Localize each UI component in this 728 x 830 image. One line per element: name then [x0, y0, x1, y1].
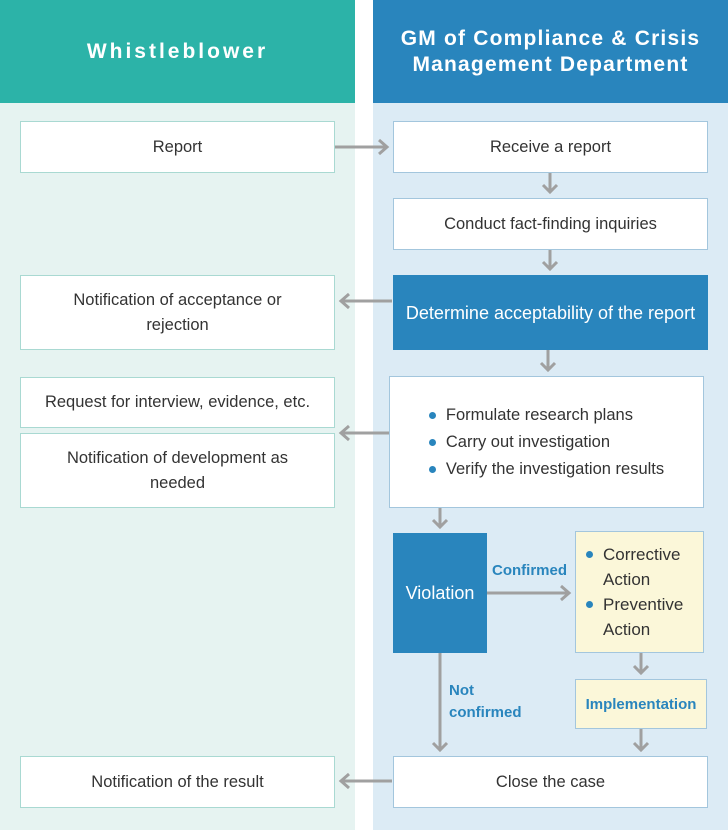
notification-development-box: Notification of development as needed — [20, 433, 335, 508]
report-box: Report — [20, 121, 335, 173]
bullet-icon — [586, 601, 593, 608]
whistleblower-header: Whistleblower — [0, 0, 355, 103]
bullet-icon — [586, 551, 593, 558]
notification-development-label: Notification of development as needed — [66, 448, 289, 492]
violation-label: Violation — [405, 583, 475, 603]
investigation-step: Formulate research plans — [428, 402, 664, 429]
not-confirmed-label: Not confirmed — [449, 682, 522, 721]
notification-result-box: Notification of the result — [20, 756, 335, 808]
action-item: Preventive Action — [586, 592, 703, 642]
investigation-box: Formulate research plans Carry out inves… — [389, 376, 704, 508]
receive-report-label: Receive a report — [489, 137, 612, 156]
close-case-label: Close the case — [495, 772, 606, 791]
investigation-steps-list: Formulate research plans Carry out inves… — [428, 402, 664, 483]
action-item: Corrective Action — [586, 542, 703, 592]
report-label: Report — [152, 137, 203, 156]
conduct-inquiries-label: Conduct fact-finding inquiries — [444, 214, 657, 233]
determine-acceptability-label: Determine acceptability of the report — [405, 302, 696, 323]
request-interview-label: Request for interview, evidence, etc. — [44, 393, 311, 411]
notification-acceptance-box: Notification of acceptance or rejection — [20, 275, 335, 350]
violation-box: Violation — [393, 533, 487, 653]
request-interview-box: Request for interview, evidence, etc. — [20, 377, 335, 428]
bullet-icon — [428, 411, 436, 419]
investigation-step: Verify the investigation results — [428, 456, 664, 483]
compliance-header: GM of Compliance & Crisis Management Dep… — [373, 0, 728, 103]
notification-result-label: Notification of the result — [91, 772, 264, 791]
actions-box: Corrective Action Preventive Action — [575, 531, 704, 653]
implementation-label: Implementation — [585, 695, 697, 713]
close-case-box: Close the case — [393, 756, 708, 808]
confirmed-label: Confirmed — [492, 562, 567, 579]
actions-list: Corrective Action Preventive Action — [586, 542, 703, 642]
bullet-icon — [428, 465, 436, 473]
conduct-inquiries-box: Conduct fact-finding inquiries — [393, 198, 708, 250]
implementation-box: Implementation — [575, 679, 707, 729]
determine-acceptability-box: Determine acceptability of the report — [393, 275, 708, 350]
receive-report-box: Receive a report — [393, 121, 708, 173]
notification-acceptance-label: Notification of acceptance or rejection — [73, 290, 282, 334]
investigation-step: Carry out investigation — [428, 429, 664, 456]
bullet-icon — [428, 438, 436, 446]
